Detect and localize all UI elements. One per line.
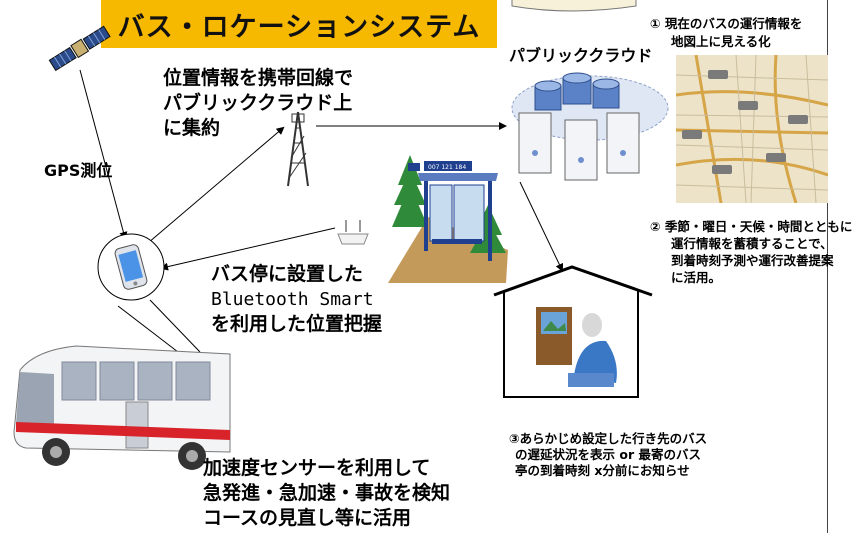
house-icon — [493, 265, 653, 398]
accel-line-1: 加速度センサーを利用して — [203, 457, 431, 479]
cloud-to-house-arrow — [519, 181, 564, 272]
busstop-line-2: Bluetooth Smart — [211, 289, 374, 310]
bus-icon — [13, 345, 231, 470]
point3-line-1: ③あらかじめ設定した行き先のバス — [509, 431, 708, 446]
cloud-upload-line-2: パブリッククラウド上 — [163, 92, 353, 114]
public-cloud-label: パブリッククラウド — [509, 46, 653, 65]
smartphone-icon — [97, 233, 165, 301]
bus-stop-sign-text: 007 121 184 — [428, 164, 466, 171]
cloud-upload-line-3: に集約 — [163, 117, 221, 139]
server-cluster-icon — [511, 72, 669, 181]
map-icon — [676, 55, 828, 203]
point3-line-2: の遅延状況を表示 or 最寄のバス — [515, 447, 701, 462]
point2-line-1: ② 季節・曜日・天候・時間とともに — [650, 219, 853, 234]
beacon-to-phone-arrow — [160, 227, 336, 271]
accel-line-3: コースの見直し等に活用 — [203, 507, 412, 529]
gps-arrow — [79, 69, 128, 240]
busstop-line-3: を利用した位置把握 — [211, 313, 383, 335]
phone-to-tower-arrow — [147, 126, 285, 244]
gps-label: GPS測位 — [44, 161, 113, 180]
beacon-icon — [337, 220, 369, 245]
point1-line-1: ① 現在のバスの運行情報を — [650, 16, 803, 31]
point1-line-2: 地図上に見える化 — [671, 34, 771, 49]
bus-stop-icon: 007 121 184 — [388, 155, 508, 283]
accel-line-2: 急発進・急加速・事故を検知 — [203, 482, 451, 504]
point2-line-4: に活用。 — [671, 270, 722, 285]
frame-border — [827, 0, 828, 533]
diagram-title: バス・ロケーションシステム — [117, 11, 481, 43]
cloud-upload-line-1: 位置情報を携帯回線で — [163, 67, 354, 89]
clipped-shape-icon — [511, 0, 637, 12]
busstop-line-1: バス停に設置した — [211, 263, 364, 285]
title-banner: バス・ロケーションシステム — [101, 0, 497, 48]
point3-line-3: 亭の到着時刻 x分前にお知らせ — [515, 463, 690, 478]
radio-tower-icon — [287, 111, 309, 187]
point2-line-2: 運行情報を蓄積することで、 — [671, 236, 833, 251]
satellite-icon — [48, 25, 111, 72]
point2-line-3: 到着時刻予測や運行改善提案 — [671, 253, 834, 268]
